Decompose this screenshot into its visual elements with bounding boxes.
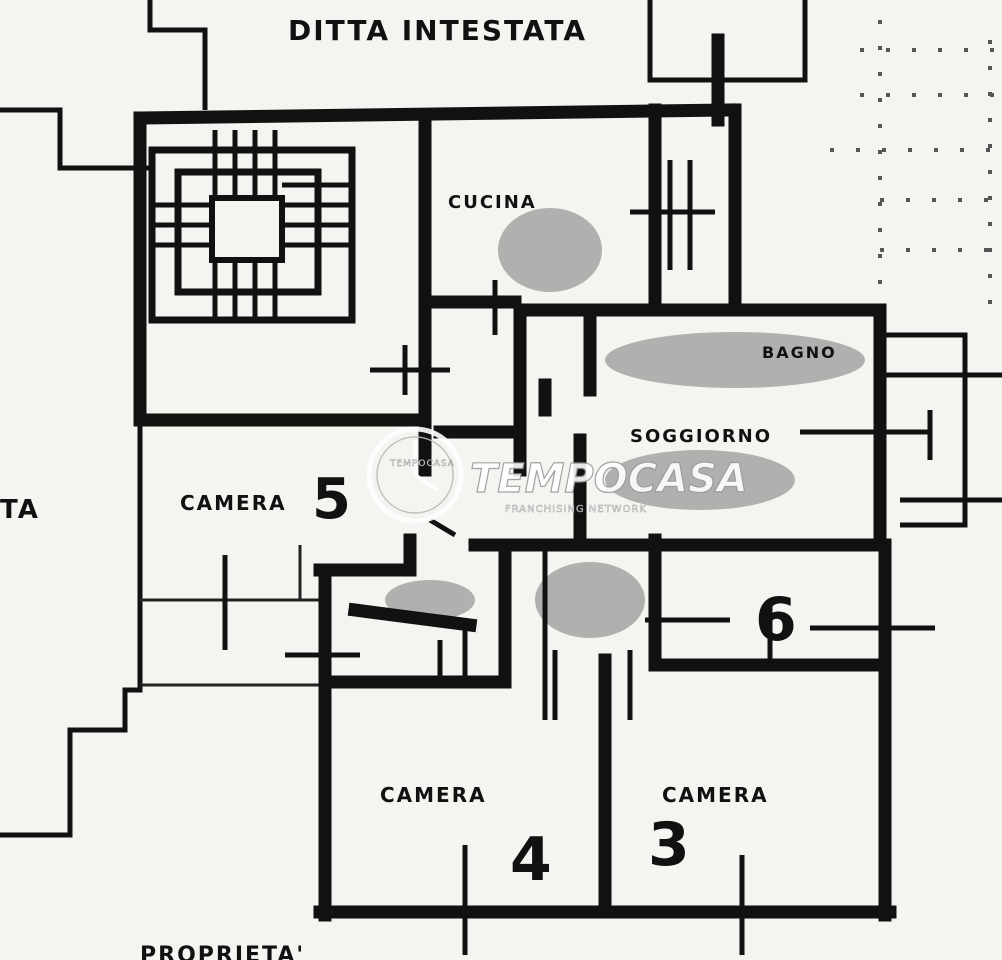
room5-label: CAMERA [180, 491, 287, 515]
terrace-pattern [830, 20, 1002, 320]
watermark-brand: TEMPOCASA [470, 456, 748, 502]
smudges [385, 208, 865, 638]
watermark-seal-text: TEMPOCASA [389, 459, 455, 469]
tempocasa-watermark: TEMPOCASA TEMPOCASA FRANCHISING NETWORK [366, 426, 748, 524]
walls [133, 33, 897, 922]
staircase [148, 130, 356, 324]
room-labels: DITTA INTESTATA CUCINA BAGNO SOGGIORNO C… [0, 14, 837, 960]
room3-number: 3 [648, 810, 690, 880]
room-numbers: 5 4 3 6 [312, 467, 797, 895]
left-edge-label: TA [0, 495, 40, 525]
bottom-edge-label: PROPRIETA' [140, 943, 305, 960]
watermark-seal-icon [366, 426, 464, 524]
living-label: SOGGIORNO [630, 426, 772, 447]
bath-number: 6 [755, 585, 797, 655]
room3-label: CAMERA [662, 783, 769, 807]
watermark-tagline: FRANCHISING NETWORK [505, 504, 647, 515]
room5-number: 5 [312, 467, 351, 532]
room4-label: CAMERA [380, 783, 487, 807]
neighbor-label: DITTA INTESTATA [288, 14, 587, 47]
bath-label: BAGNO [762, 343, 837, 362]
kitchen-label: CUCINA [448, 192, 537, 213]
neighbor-outlines [0, 0, 1002, 838]
room4-number: 4 [510, 825, 552, 895]
openings [222, 160, 935, 955]
